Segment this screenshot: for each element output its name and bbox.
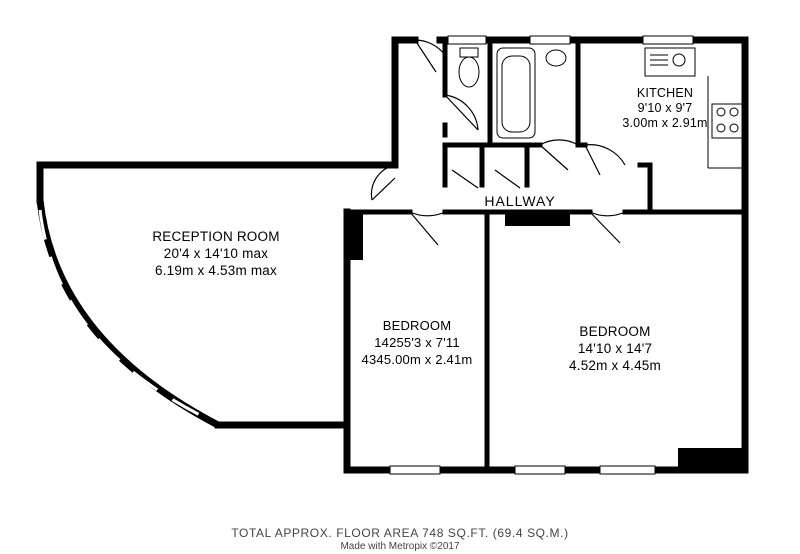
bedroom-large-imperial: 14'10 x 14'7 — [577, 341, 653, 356]
bedroom-large-metric: 4.52m x 4.45m — [569, 358, 661, 373]
bedroom-small-metric: 4345.00m x 2.41m — [361, 352, 473, 367]
hallway-label: HALLWAY — [470, 193, 570, 210]
kitchen-label: KITCHEN 9'10 x 9'7 3.00m x 2.91m — [610, 86, 720, 131]
floor-area-text: TOTAL APPROX. FLOOR AREA 748 SQ.FT. (69.… — [231, 526, 569, 540]
bedroom-small-label: BEDROOM 14255'3 x 7'11 4345.00m x 2.41m — [348, 317, 486, 368]
windows — [389, 35, 694, 475]
fixtures — [458, 47, 743, 169]
wall-blocks — [349, 214, 746, 472]
bedroom-large-label: BEDROOM 14'10 x 14'7 4.52m x 4.45m — [555, 323, 675, 374]
kitchen-metric: 3.00m x 2.91m — [622, 116, 708, 130]
metropix-credit: Made with Metropix ©2017 — [340, 541, 460, 552]
reception-room-metric: 6.19m x 4.53m max — [155, 263, 277, 278]
reception-room-label: RECEPTION ROOM 20'4 x 14'10 max 6.19m x … — [136, 228, 296, 279]
bedroom-large-name: BEDROOM — [579, 324, 651, 339]
doors — [370, 39, 626, 246]
bedroom-small-name: BEDROOM — [382, 318, 452, 333]
reception-room-name: RECEPTION ROOM — [152, 229, 280, 244]
hallway-name: HALLWAY — [484, 193, 556, 209]
kitchen-name: KITCHEN — [636, 86, 694, 100]
bay-window — [36, 199, 220, 429]
reception-room-imperial: 20'4 x 14'10 max — [163, 246, 269, 261]
bedroom-small-imperial: 14255'3 x 7'11 — [374, 335, 460, 350]
kitchen-imperial: 9'10 x 9'7 — [637, 101, 693, 115]
